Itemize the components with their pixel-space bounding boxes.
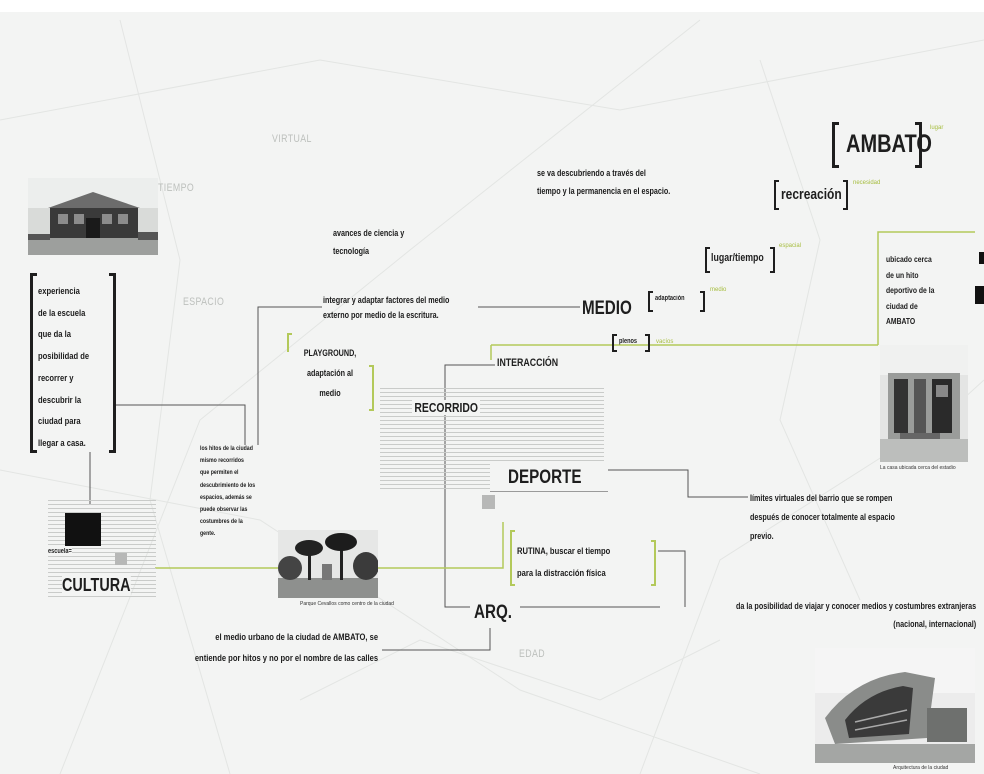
tag-lugar: lugar [930, 125, 944, 131]
lugar-tiempo-bracket-right [770, 247, 775, 273]
black-mark-bottom [975, 286, 984, 304]
label-espacio: ESPACIO [183, 296, 225, 308]
node-ambato: AMBATO [846, 130, 932, 158]
note-limites: límites virtuales del barrio que se romp… [750, 493, 895, 541]
green-bracket-ubicado [877, 231, 975, 345]
black-square-cultura [65, 513, 101, 546]
node-rutina: RUTINA, buscar el tiempo para la distrac… [517, 546, 611, 579]
building-photo [815, 648, 975, 763]
note-avances: avances de ciencia y tecnología [333, 228, 405, 256]
tag-necesidad: necesidad [853, 180, 881, 186]
line-deporte-limites [607, 469, 748, 498]
caption-stadium: La casa ubicada cerca del estadio [880, 465, 956, 471]
note-experiencia: experiencia de la escuela que da la posi… [38, 286, 90, 449]
ambato-bracket-right [915, 122, 922, 168]
recreacion-bracket-right [843, 180, 848, 210]
recreacion-bracket-left [774, 180, 779, 210]
tag-medio: medio [710, 287, 727, 293]
note-descubriendo: se va descubriendo a través del tiempo y… [537, 168, 671, 196]
node-medio: MEDIO [582, 298, 632, 319]
line-rutina-posibilidad [658, 550, 686, 607]
tag-vacios: vacíos [656, 339, 674, 345]
label-tiempo: TIEMPO [158, 182, 195, 194]
lugar-tiempo-bracket-left [705, 247, 710, 273]
experiencia-bracket-right [109, 273, 116, 453]
caption-park: Parque Cevallos como centro de la ciudad [300, 601, 394, 607]
node-plenos: plenos [619, 338, 638, 345]
rutina-bracket-right [651, 540, 656, 586]
node-interaccion: INTERACCIÓN [497, 357, 559, 369]
adaptacion-bracket-left [648, 291, 653, 312]
note-integrar: integrar y adaptar factores del medio ex… [323, 295, 450, 320]
deporte-box [490, 463, 608, 492]
plenos-bracket-right [645, 334, 650, 352]
note-ubicado: ubicado cerca de un hito deportivo de la… [886, 254, 935, 326]
gray-square-deporte [482, 495, 495, 509]
green-line-cultura-rutina [155, 522, 504, 569]
node-recorrido: RECORRIDO [412, 400, 481, 415]
node-recreacion: recreación [781, 186, 842, 203]
note-hitos: los hitos de la ciudad mismo recorridos … [200, 445, 256, 538]
node-playground: PLAYGROUND, adaptación al medio [303, 348, 357, 398]
adaptacion-bracket-right [700, 291, 705, 312]
node-deporte: DEPORTE [508, 467, 582, 488]
playground-bracket-left [287, 333, 292, 352]
node-cultura: CULTURA [62, 575, 131, 596]
park-photo [278, 530, 378, 598]
ambato-bracket-left [832, 122, 839, 168]
line-hitos-integrar [257, 306, 322, 445]
node-lugar-tiempo: lugar/tiempo [711, 252, 764, 264]
stadium-photo [880, 345, 968, 462]
plenos-bracket-left [612, 334, 617, 352]
line-experiencia-hitos [116, 404, 246, 445]
note-posibilidad: da la posibilidad de viajar y conocer me… [735, 601, 976, 629]
node-adaptacion: adaptación [655, 295, 685, 302]
label-edad: EDAD [519, 648, 546, 660]
playground-bracket-right [369, 365, 374, 411]
black-mark-top [979, 252, 984, 264]
top-margin [0, 0, 984, 12]
line-medio-urbano-arq [382, 628, 491, 651]
gray-square-cultura [115, 553, 127, 565]
school-photo [28, 178, 158, 255]
note-medio-urbano: el medio urbano de la ciudad de AMBATO, … [194, 632, 378, 664]
node-escuela: escuela= [48, 548, 72, 555]
tag-espacial: espacial [779, 243, 802, 249]
experiencia-bracket-left [30, 273, 37, 453]
label-virtual: VIRTUAL [272, 133, 312, 145]
node-arq: ARQ. [474, 602, 512, 623]
rutina-bracket-left [510, 530, 515, 586]
caption-building: Arquitectura de la ciudad [893, 765, 949, 771]
